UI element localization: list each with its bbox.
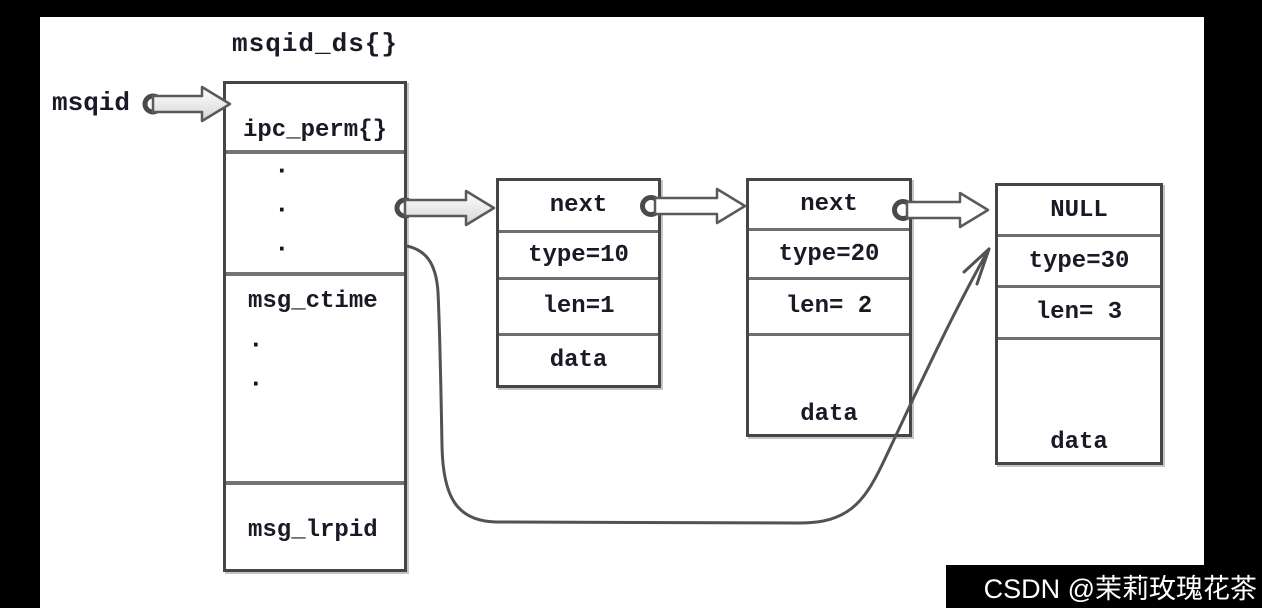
message-node-1: next type=10 len=1 data <box>496 178 661 388</box>
len-cell: len= 3 <box>998 288 1160 340</box>
msqid-block-arrow-icon <box>142 85 232 123</box>
len-cell: len= 2 <box>749 280 909 336</box>
message-node-2: next type=20 len= 2 data <box>746 178 912 437</box>
field-label: ipc_perm{} <box>242 117 388 144</box>
data-cell: data <box>549 347 608 374</box>
arrowhead-barb <box>975 247 991 286</box>
next-pointer-cell: next <box>749 181 909 231</box>
msqid-pointer-label: msqid <box>52 88 131 118</box>
data-cell: data <box>800 401 858 428</box>
message-node-3: NULL type=30 len= 3 data <box>995 183 1163 465</box>
frame-bar-right <box>1204 17 1262 608</box>
struct-field-msg-lrpid: msg_lrpid <box>226 485 404 569</box>
msqid-ds-struct-box: ipc_perm{} · · · msg_ctime · · msg_lrpid <box>223 81 407 572</box>
field-label: msg_ctime <box>248 288 378 315</box>
watermark-text: CSDN @茉莉玫瑰花茶 <box>983 574 1257 604</box>
queue-head-block-arrow-icon <box>394 189 496 227</box>
csdn-watermark: CSDN @茉莉玫瑰花茶 <box>946 565 1262 608</box>
struct-field-ipc-perm: ipc_perm{} <box>226 84 404 154</box>
ellipsis-dots: · · · <box>274 156 290 264</box>
type-cell: type=30 <box>998 237 1160 288</box>
struct-title: msqid_ds{} <box>231 29 399 59</box>
struct-field-msg-ctime: msg_ctime · · <box>226 276 404 485</box>
struct-omitted-fields-top: · · · <box>226 154 404 276</box>
len-cell: len=1 <box>499 280 658 336</box>
data-cell: data <box>1050 429 1108 456</box>
frame-bar-top <box>0 0 1262 17</box>
field-label: msg_lrpid <box>248 517 378 544</box>
type-cell: type=20 <box>749 231 909 280</box>
type-cell: type=10 <box>499 233 658 280</box>
frame-bar-left <box>0 0 40 608</box>
arrowhead-barb <box>962 247 991 274</box>
next-pointer-cell: next <box>499 181 658 233</box>
null-pointer-cell: NULL <box>998 186 1160 237</box>
ellipsis-dots: · · <box>248 330 264 399</box>
